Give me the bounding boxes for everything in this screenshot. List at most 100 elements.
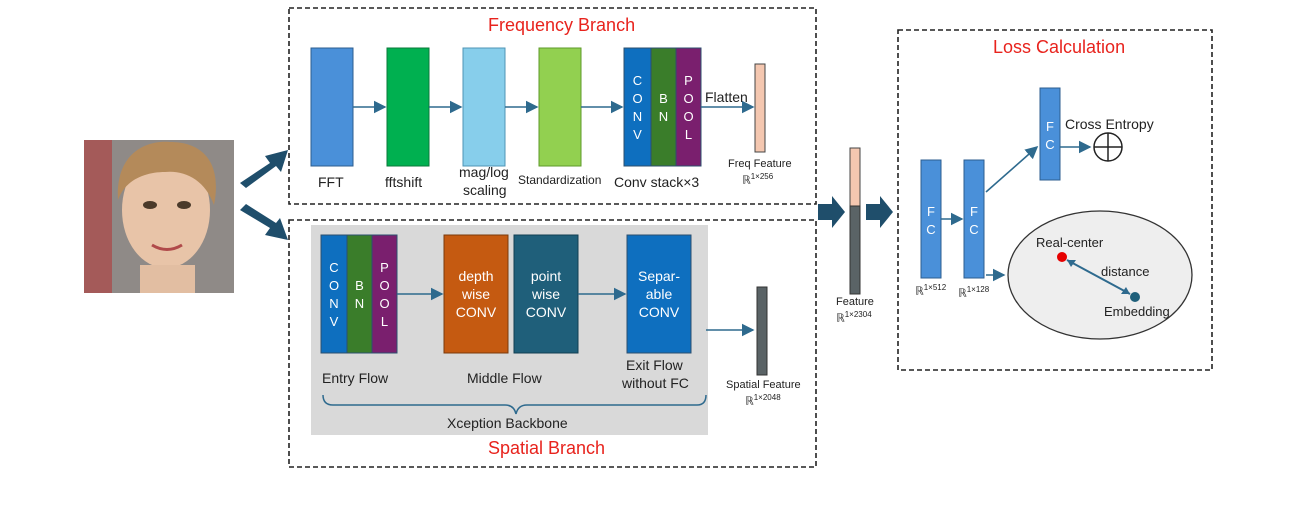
maglog-block xyxy=(462,47,506,167)
freq-bn-letters: B N xyxy=(651,90,676,126)
letter: C xyxy=(632,73,643,88)
real-center-dot xyxy=(1057,252,1067,262)
frequency-branch-box xyxy=(288,7,817,205)
text-line: able xyxy=(645,286,673,302)
letter: O xyxy=(632,91,643,106)
embedding-label: Embedding xyxy=(1104,304,1170,319)
pointwise-conv-block xyxy=(513,234,579,354)
fc1-dim: ℝ1×512 xyxy=(915,283,947,298)
freq-conv-block xyxy=(623,47,652,167)
letter: N xyxy=(658,109,669,124)
entry-flow-label: Entry Flow xyxy=(322,370,389,386)
standardization-label: Standardization xyxy=(518,173,602,187)
fc2-dim: ℝ1×128 xyxy=(958,285,990,300)
arrow-to-feature xyxy=(818,196,845,228)
text-line: depth xyxy=(458,268,494,284)
freq-feature-label: Freq Feature xyxy=(728,158,792,170)
letter: F xyxy=(970,204,978,219)
freq-conv-letters: C O N V xyxy=(624,72,651,144)
letter: V xyxy=(329,314,339,329)
letter: P xyxy=(380,260,389,275)
letter: O xyxy=(379,278,390,293)
fc2-block xyxy=(963,159,985,279)
separable-text: Separ- able CONV xyxy=(627,267,691,321)
letter: N xyxy=(354,296,365,311)
flatten-label: Flatten xyxy=(705,89,748,105)
standardization-block xyxy=(538,47,582,167)
exit-flow-label-2: without FC xyxy=(622,375,689,391)
fc3-block xyxy=(1039,87,1061,181)
letter: C xyxy=(969,222,979,237)
xception-backbone-label: Xception Backbone xyxy=(447,415,568,431)
fftshift-block xyxy=(386,47,430,167)
real-center-label: Real-center xyxy=(1036,235,1104,250)
spatial-pool-block xyxy=(371,234,398,354)
freq-pool-block xyxy=(675,47,702,167)
spatial-pool-letters: P O O L xyxy=(372,259,397,331)
exit-flow-label-1: Exit Flow xyxy=(626,357,683,373)
xception-brace xyxy=(322,394,707,415)
arrow-to-spatial xyxy=(240,204,288,240)
maglog-label-1: mag/log xyxy=(459,164,509,180)
letter: L xyxy=(380,314,389,329)
fft-label: FFT xyxy=(318,174,344,190)
spatial-conv-block xyxy=(320,234,348,354)
pointwise-text: point wise CONV xyxy=(514,267,578,321)
text-line: Separ- xyxy=(637,268,681,284)
spatial-bn-letters: B N xyxy=(347,277,372,313)
spatial-branch-box xyxy=(288,219,817,468)
arrow-to-loss xyxy=(866,196,893,228)
letter: L xyxy=(684,127,693,142)
letter: C xyxy=(1045,137,1055,152)
cross-entropy-label: Cross Entropy xyxy=(1065,116,1154,132)
letter: V xyxy=(633,127,642,142)
fftshift-label: fftshift xyxy=(385,174,423,190)
distance-label: distance xyxy=(1101,264,1150,279)
text-line: CONV xyxy=(455,304,497,320)
fc1-letters: F C xyxy=(921,203,941,239)
spatial-conv-letters: C O N V xyxy=(321,259,347,331)
fc2-letters: F C xyxy=(964,203,984,239)
maglog-label-2: scaling xyxy=(463,182,507,198)
spatial-feature-label: Spatial Feature xyxy=(726,379,801,391)
spatial-feature-dim: ℝ1×2048 xyxy=(745,393,781,408)
combined-feature-freq-part xyxy=(849,147,861,207)
letter: N xyxy=(329,296,339,311)
text-line: wise xyxy=(461,286,490,302)
text-line: CONV xyxy=(525,304,567,320)
letter: O xyxy=(683,109,694,124)
letter: O xyxy=(328,278,340,293)
text-line: wise xyxy=(531,286,560,302)
separable-conv-block xyxy=(626,234,692,354)
letter: F xyxy=(1046,119,1054,134)
letter: N xyxy=(632,109,643,124)
text-line: CONV xyxy=(638,304,680,320)
depthwise-conv-block xyxy=(443,234,509,354)
cross-entropy-symbol xyxy=(1093,132,1123,162)
fft-block xyxy=(310,47,354,167)
spatial-feature-bar xyxy=(756,286,768,376)
freq-feature-dim: ℝ1×256 xyxy=(742,172,774,187)
letter: O xyxy=(683,91,694,106)
freq-pool-letters: P O O L xyxy=(676,72,701,144)
spatial-bn-block xyxy=(346,234,373,354)
distance-line xyxy=(1066,259,1131,295)
frequency-branch-title: Frequency Branch xyxy=(488,15,636,35)
fc3-letters: F C xyxy=(1040,118,1060,154)
letter: C xyxy=(926,222,936,237)
combined-feature-label: Feature xyxy=(836,296,874,308)
letter: B xyxy=(659,91,668,106)
depthwise-text: depth wise CONV xyxy=(444,267,508,321)
embedding-space-ellipse xyxy=(1007,210,1193,340)
arrow-to-frequency xyxy=(240,150,288,188)
freq-feature-bar xyxy=(754,63,766,153)
letter: B xyxy=(355,278,364,293)
embedding-dot xyxy=(1130,292,1140,302)
loss-calculation-title: Loss Calculation xyxy=(993,37,1126,57)
combined-feature-spatial-part xyxy=(849,205,861,295)
letter: P xyxy=(684,73,693,88)
input-face-image xyxy=(84,140,234,293)
text-line: point xyxy=(530,268,562,284)
spatial-branch-title: Spatial Branch xyxy=(488,438,606,458)
